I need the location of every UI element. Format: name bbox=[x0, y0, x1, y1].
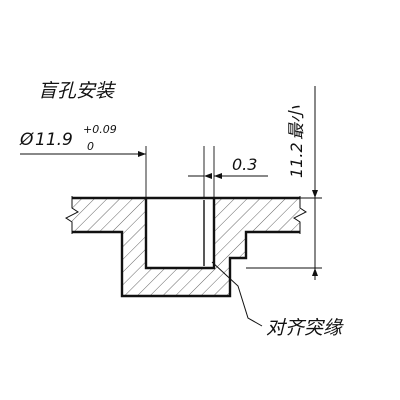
diameter-value: 11.9 bbox=[35, 130, 73, 150]
depth-arrow-top bbox=[312, 190, 318, 198]
depth-note-text: 最小 bbox=[287, 105, 307, 140]
title-text: 盲孔安装 bbox=[38, 80, 117, 102]
section-hatching bbox=[72, 198, 300, 296]
part-outline bbox=[72, 196, 300, 298]
gap-arrow-left bbox=[214, 173, 222, 179]
depth-arrow-bottom bbox=[312, 268, 318, 276]
extension-lines bbox=[145, 146, 215, 198]
depth-dimension: 11.2 最小 bbox=[246, 86, 322, 280]
part-section bbox=[65, 196, 307, 298]
diameter-symbol: Ø bbox=[19, 130, 34, 150]
break-line-right bbox=[293, 196, 307, 234]
diameter-callout: Ø 11.9 +0.09 0 bbox=[19, 123, 146, 157]
flange-callout: 对齐突缘 bbox=[211, 261, 344, 339]
depth-dimension-text: 11.2 bbox=[287, 142, 306, 178]
diameter-tolerance-lower: 0 bbox=[87, 140, 94, 153]
flange-callout-text: 对齐突缘 bbox=[266, 317, 344, 339]
break-line-left bbox=[65, 196, 79, 234]
diameter-tolerance-upper: +0.09 bbox=[83, 123, 117, 136]
blind-hole-outline bbox=[144, 198, 216, 270]
gap-arrow-right bbox=[204, 173, 212, 179]
flange-leader-line bbox=[211, 261, 263, 327]
diameter-arrow-left bbox=[138, 151, 146, 157]
gap-dimension-text: 0.3 bbox=[232, 155, 257, 174]
gap-dimension: 0.3 bbox=[188, 155, 268, 179]
